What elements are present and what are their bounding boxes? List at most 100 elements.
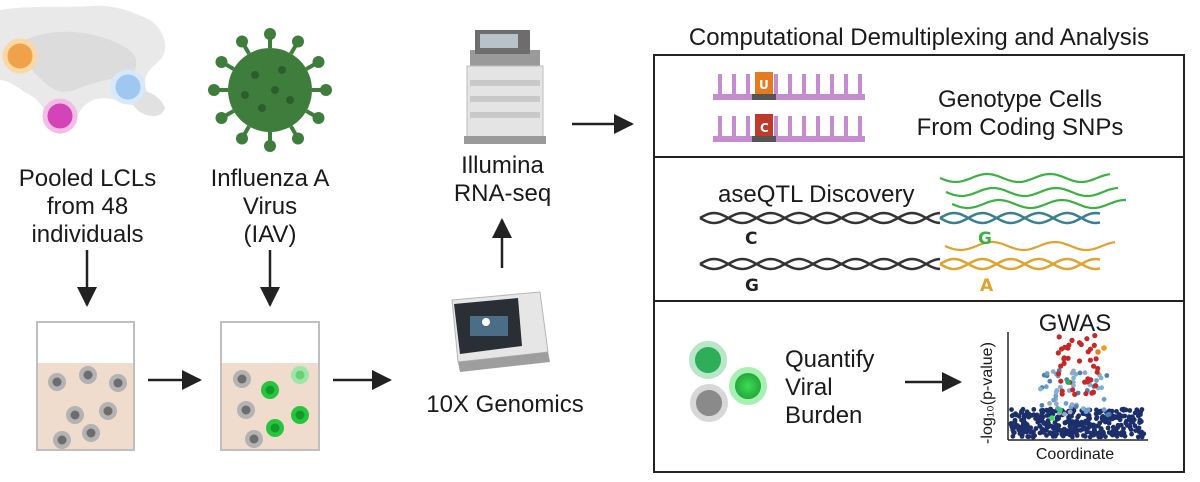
snp-base-block (755, 114, 773, 136)
gwas-manhattan-plot (1007, 332, 1148, 441)
snp-base-c: C (760, 121, 769, 135)
rna-base (844, 116, 848, 136)
rna-base (788, 74, 792, 94)
gwas-point (1139, 429, 1144, 435)
gwas-point (1081, 406, 1086, 411)
rna-base (718, 74, 722, 94)
rna-strands (713, 72, 865, 142)
dna-helix-ref (699, 211, 941, 225)
allele-alt-1: G (978, 229, 992, 249)
infected-well-cell-nucleus (241, 405, 251, 415)
gwas-point (1057, 384, 1063, 390)
infected-well-cell-nucleus (295, 370, 305, 380)
gwas-point (1137, 417, 1143, 423)
allele-alt-2: A (980, 276, 994, 296)
gwas-point (1061, 427, 1067, 432)
gwas-point (1110, 424, 1116, 430)
gwas-point (1017, 431, 1023, 436)
virus-body (228, 48, 312, 132)
snp-base-anchor (752, 94, 776, 100)
gwas-point (1121, 426, 1126, 432)
genotype-label: Genotype Cells From Coding SNPs (916, 86, 1124, 141)
gwas-significant-point (1056, 334, 1062, 340)
gwas-title: GWAS (1038, 310, 1112, 337)
rna-base (816, 116, 820, 136)
gwas-point (1086, 416, 1091, 422)
gwas-point (1011, 429, 1016, 435)
origin-marker-africa (42, 98, 78, 134)
lcl-cell-nucleus (113, 378, 123, 388)
gwas-point (1041, 421, 1047, 426)
rna-base (774, 116, 778, 136)
gwas-point (1083, 409, 1089, 415)
gwas-point (1024, 429, 1030, 435)
rna-base (746, 74, 750, 94)
gwas-significant-point (1095, 365, 1101, 372)
gwas-point (1039, 403, 1045, 408)
snp-base-block (755, 72, 773, 94)
gwas-point (1118, 422, 1124, 428)
gwas-point (1082, 420, 1088, 425)
virus-spot (278, 66, 286, 74)
panel-genotype (653, 54, 1185, 158)
gwas-significant-point (1055, 350, 1061, 356)
gwas-point (1026, 411, 1032, 417)
gwas-significant-point (1084, 336, 1090, 342)
gwas-significant-point (1087, 357, 1093, 363)
illumina-sequencer-icon (464, 30, 546, 144)
gwas-point (1094, 414, 1100, 420)
aseqtl-title: aseQTL Discovery (718, 181, 915, 208)
rna-base (732, 74, 736, 94)
gwas-point (1130, 419, 1136, 425)
gwas-point (1086, 425, 1092, 430)
gwas-point (1027, 426, 1033, 432)
gwas-significant-point (1070, 387, 1076, 393)
gwas-point (1044, 413, 1050, 418)
gwas-point (1106, 420, 1112, 426)
infected-well-cell-nucleus (249, 434, 259, 444)
allele-ref-1: C (745, 229, 758, 249)
gwas-point (1077, 370, 1083, 376)
gwas-point (1135, 413, 1141, 419)
gwas-significant-point (1091, 342, 1097, 348)
gwas-significant-point (1083, 391, 1089, 397)
gwas-point (1104, 373, 1110, 378)
gwas-point (1039, 408, 1044, 413)
gwas-point (1043, 384, 1049, 390)
gwas-point (1132, 410, 1138, 416)
lcl-cell-nucleus (86, 428, 96, 438)
cell-infected-bright-icon (729, 367, 767, 405)
transcript-read (944, 240, 1116, 252)
gwas-significant-point (1059, 346, 1065, 352)
dna-helix-ref (699, 257, 941, 271)
gwas-point (1123, 420, 1129, 426)
infected-well-cell-nucleus (270, 423, 280, 433)
uninfected-cells (48, 366, 127, 449)
virus-spot (241, 91, 249, 99)
virus-spike-tip (208, 84, 220, 96)
gwas-point (1071, 383, 1076, 388)
gwas-point (1031, 434, 1036, 440)
gwas-point (1038, 386, 1043, 392)
gwas-point (1114, 409, 1119, 414)
gwas-point (1099, 385, 1105, 391)
gwas-point (1087, 434, 1093, 440)
gwas-point (1012, 418, 1018, 424)
rna-base (774, 74, 778, 94)
gwas-point (1050, 369, 1056, 374)
virus-spike-tip (264, 140, 276, 152)
gwas-point (1008, 422, 1014, 427)
gwas-point (1044, 371, 1050, 376)
allele-ref-2: G (745, 276, 759, 296)
gwas-point (1130, 414, 1135, 420)
gwas-point (1047, 430, 1053, 435)
virus-spike-tip (312, 112, 325, 124)
10x-genomics-instrument-icon (451, 291, 550, 372)
gwas-point (1094, 378, 1099, 383)
gwas-significant-point (1088, 377, 1094, 383)
gwas-point (1127, 408, 1133, 413)
virus-spike-tip (292, 35, 304, 48)
panel-aseqtl (653, 158, 1185, 302)
gwas-point (1129, 431, 1134, 437)
10x-genomics-label: 10X Genomics (426, 391, 584, 418)
